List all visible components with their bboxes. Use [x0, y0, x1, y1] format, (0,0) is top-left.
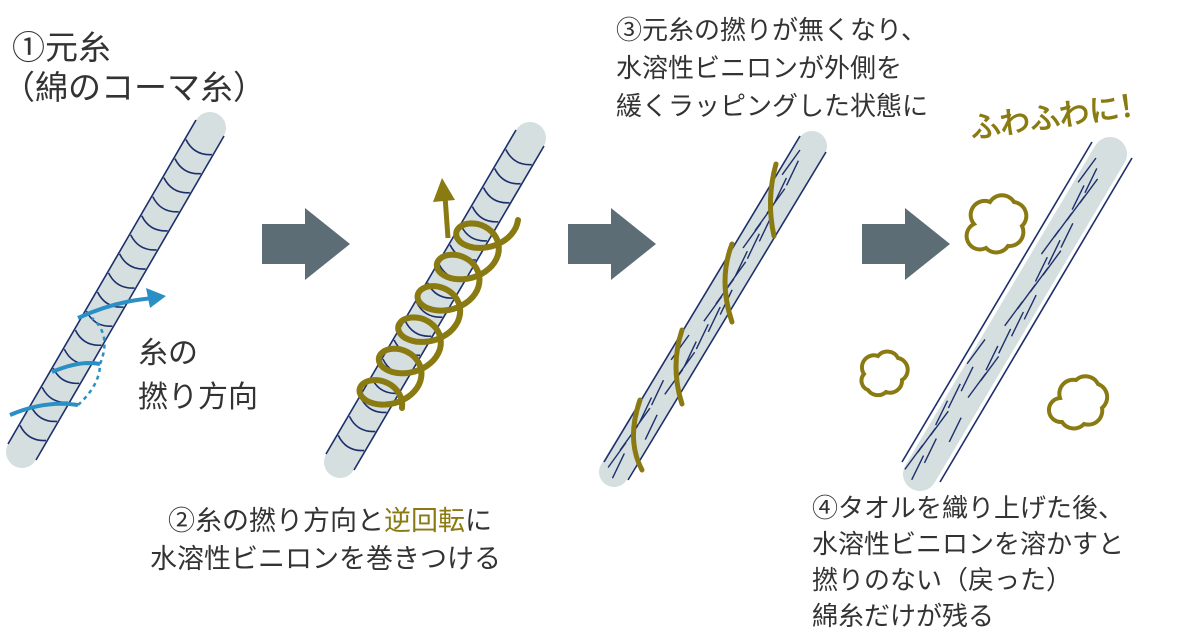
yarn-2 — [324, 122, 546, 478]
twist-label-line1: 糸の — [138, 336, 198, 371]
cloud-puff-icon — [1047, 374, 1110, 431]
step2-caption-line2: 水溶性ビニロンを巻きつける — [150, 544, 501, 575]
step3-caption-line2: 水溶性ビニロンが外側を — [616, 54, 903, 84]
right-arrow-icon — [568, 208, 656, 280]
step1-title: ①元糸 — [12, 28, 111, 67]
step3-caption-line1: ③元糸の撚りが無くなり、 — [616, 16, 927, 46]
yarn-3 — [599, 131, 827, 487]
step4-caption-line4: 綿糸だけが残る — [812, 602, 995, 632]
step2-caption-highlight: 逆回転 — [384, 506, 465, 537]
yarn-4 — [901, 137, 1133, 491]
step3-caption-line3: 緩くラッピングした状態に — [616, 92, 929, 122]
cloud-puff-icon — [964, 193, 1029, 255]
step2-caption-line1: ②糸の撚り方向と逆回転に — [168, 506, 492, 538]
step4-caption-line3: 撚りのない（戻った） — [812, 566, 1073, 596]
step1-subtitle: （綿のコーマ糸） — [2, 68, 266, 107]
right-arrow-icon — [262, 208, 350, 280]
step4-caption-line1: ④タオルを織り上げた後、 — [812, 494, 1125, 524]
step2-caption-suffix: に — [465, 506, 492, 537]
up-arrow-icon — [433, 178, 455, 202]
cloud-puff-icon — [859, 349, 910, 398]
twist-label-line2: 撚り方向 — [138, 380, 258, 415]
right-arrow-icon — [862, 208, 950, 280]
step4-caption-line2: 水溶性ビニロンを溶かすと — [812, 530, 1125, 560]
twist-direction-arrow-icon — [9, 288, 166, 417]
step2-caption-prefix: ②糸の撚り方向と — [168, 506, 384, 537]
